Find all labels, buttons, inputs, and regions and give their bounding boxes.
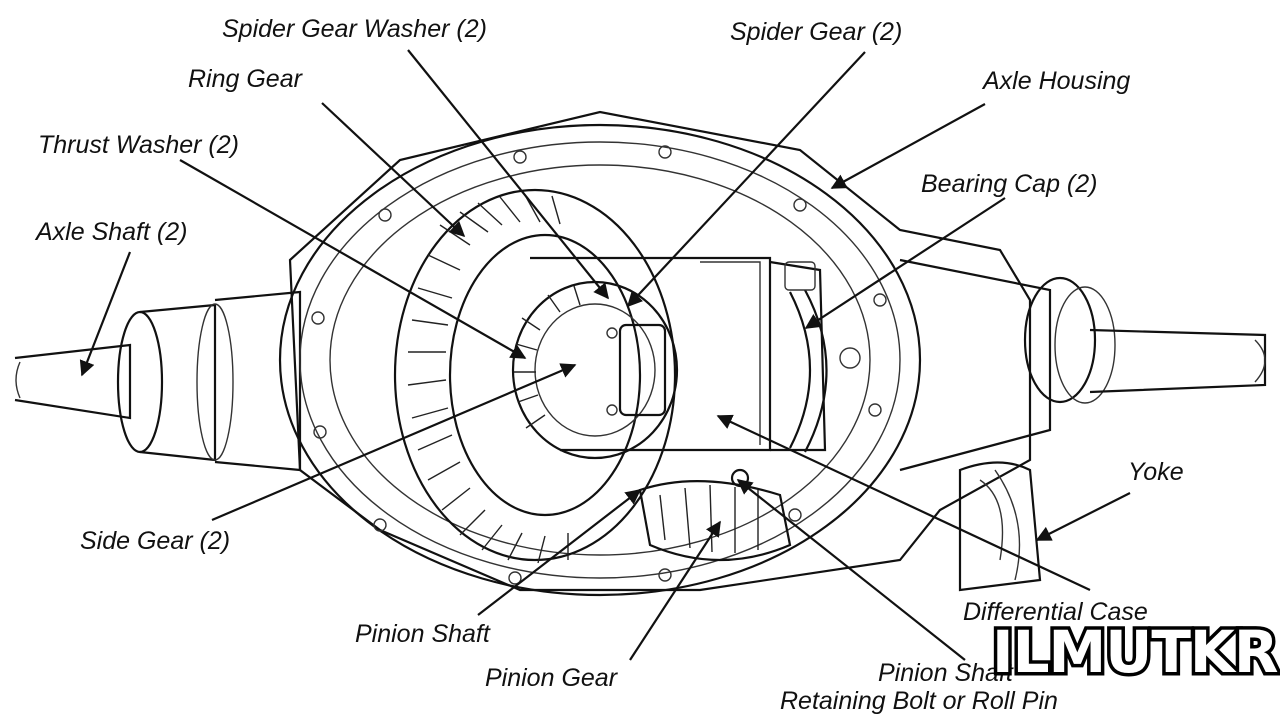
bearing-cap-drawing [784,261,861,453]
part-labels: Spider Gear Washer (2) Spider Gear (2) R… [34,15,1184,715]
label-ring-gear: Ring Gear [188,65,304,93]
label-pinion-shaft-bolt-line2: Retaining Bolt or Roll Pin [780,687,1058,715]
pinion-gear-drawing [638,468,792,562]
label-pinion-gear: Pinion Gear [485,664,619,692]
label-thrust-washer: Thrust Washer (2) [38,131,239,159]
arrow-yoke [1035,492,1131,541]
side-gear-drawing [511,280,679,460]
right-axle-shaft [899,258,1267,472]
arrow-thrust-washer [179,159,527,359]
label-side-gear: Side Gear (2) [80,527,230,555]
differential-case-drawing [530,256,827,452]
label-yoke: Yoke [1128,458,1184,486]
label-spider-gear: Spider Gear (2) [730,18,902,46]
arrow-spider-gear [626,51,866,308]
label-bearing-cap: Bearing Cap (2) [921,170,1097,198]
ring-gear-drawing [393,188,677,564]
label-differential-case: Differential Case [963,598,1148,626]
axle-housing-drawing [278,110,1032,597]
arrow-side-gear [211,363,577,522]
arrow-differential-case [716,414,1091,591]
arrow-pinion-shaft [477,489,642,616]
arrow-pinion-gear [629,520,721,661]
label-spider-gear-washer: Spider Gear Washer (2) [222,15,487,43]
axle-assembly-drawing [14,110,1267,597]
label-pinion-shaft: Pinion Shaft [355,620,491,648]
arrow-spider-gear-washer [407,49,609,300]
leader-arrows [79,49,1131,661]
arrow-axle-housing [830,103,986,189]
arrow-ring-gear [321,102,466,238]
label-pinion-shaft-bolt-line1: Pinion Shaft [878,659,1014,687]
watermark-logo: ILMUTKR [992,618,1278,686]
cover-bolt-holes [311,145,887,585]
left-axle-shaft [14,290,302,472]
yoke-drawing [958,461,1042,592]
arrow-bearing-cap [804,197,1006,329]
arrow-pinion-shaft-retaining-bolt [736,479,966,661]
label-axle-shaft: Axle Shaft (2) [34,218,187,246]
label-axle-housing: Axle Housing [981,67,1130,95]
arrow-axle-shaft [79,251,132,377]
